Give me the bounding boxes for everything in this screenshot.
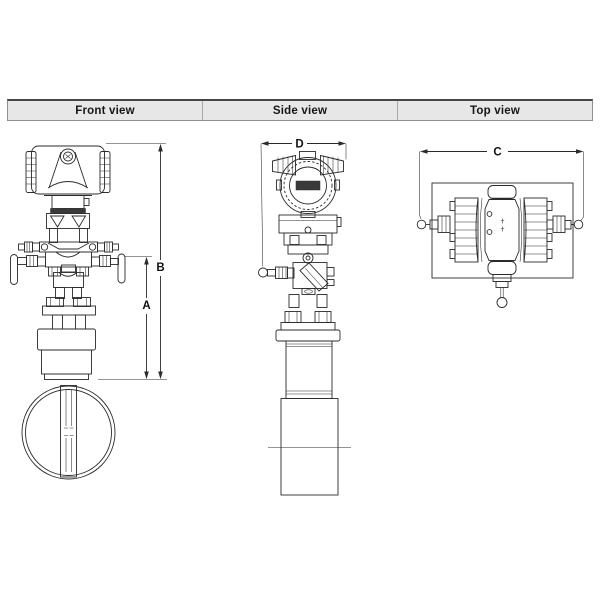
front-neck	[46, 195, 90, 243]
engraving-marks	[500, 218, 505, 232]
dimension-a: A	[124, 256, 152, 380]
header-top-view-label: Top view	[470, 104, 520, 117]
header-side-view: Side view	[203, 101, 398, 120]
dimension-b: B	[98, 143, 167, 380]
dimension-label-a: A	[142, 300, 150, 312]
dimension-d: D	[260, 139, 347, 267]
side-body	[278, 214, 342, 264]
front-mounting-assembly	[37, 272, 96, 380]
view-header-bar: Front view Side view Top view	[7, 99, 593, 121]
front-view-drawing: B A	[10, 143, 167, 480]
top-fitting-left	[416, 215, 451, 233]
front-flange-plate	[18, 241, 119, 253]
side-valve-handle	[258, 266, 295, 279]
top-housing-left-cap	[449, 197, 479, 263]
top-fitting-right	[546, 215, 584, 233]
top-housing-right-cap	[523, 197, 553, 263]
probe	[60, 385, 77, 478]
header-side-view-label: Side view	[272, 104, 328, 117]
header-front-view: Front view	[8, 101, 203, 120]
header-top-view: Top view	[398, 101, 592, 120]
dimension-label-c: C	[493, 147, 501, 159]
display-window	[295, 180, 321, 191]
dimension-c: C	[419, 147, 584, 222]
header-front-view-label: Front view	[75, 104, 135, 117]
front-pipe-circle	[21, 385, 116, 480]
top-view-drawing: C	[416, 147, 584, 308]
side-mounting-assembly	[268, 294, 351, 496]
side-view-drawing: D	[258, 139, 351, 496]
top-drain-stem	[492, 274, 512, 308]
side-pipe	[280, 398, 339, 496]
top-center-body	[475, 185, 527, 275]
front-valve-handle-left	[10, 254, 46, 285]
front-transmitter-head	[25, 145, 111, 196]
front-valve-handle-right	[91, 253, 126, 284]
dimension-label-d: D	[295, 139, 303, 151]
top-view-frame	[431, 182, 574, 279]
front-manifold	[10, 251, 126, 285]
conduit-cap-icon	[60, 148, 76, 165]
side-transmitter-head	[272, 151, 344, 218]
dimension-label-b: B	[156, 262, 164, 274]
side-manifold	[258, 262, 335, 295]
